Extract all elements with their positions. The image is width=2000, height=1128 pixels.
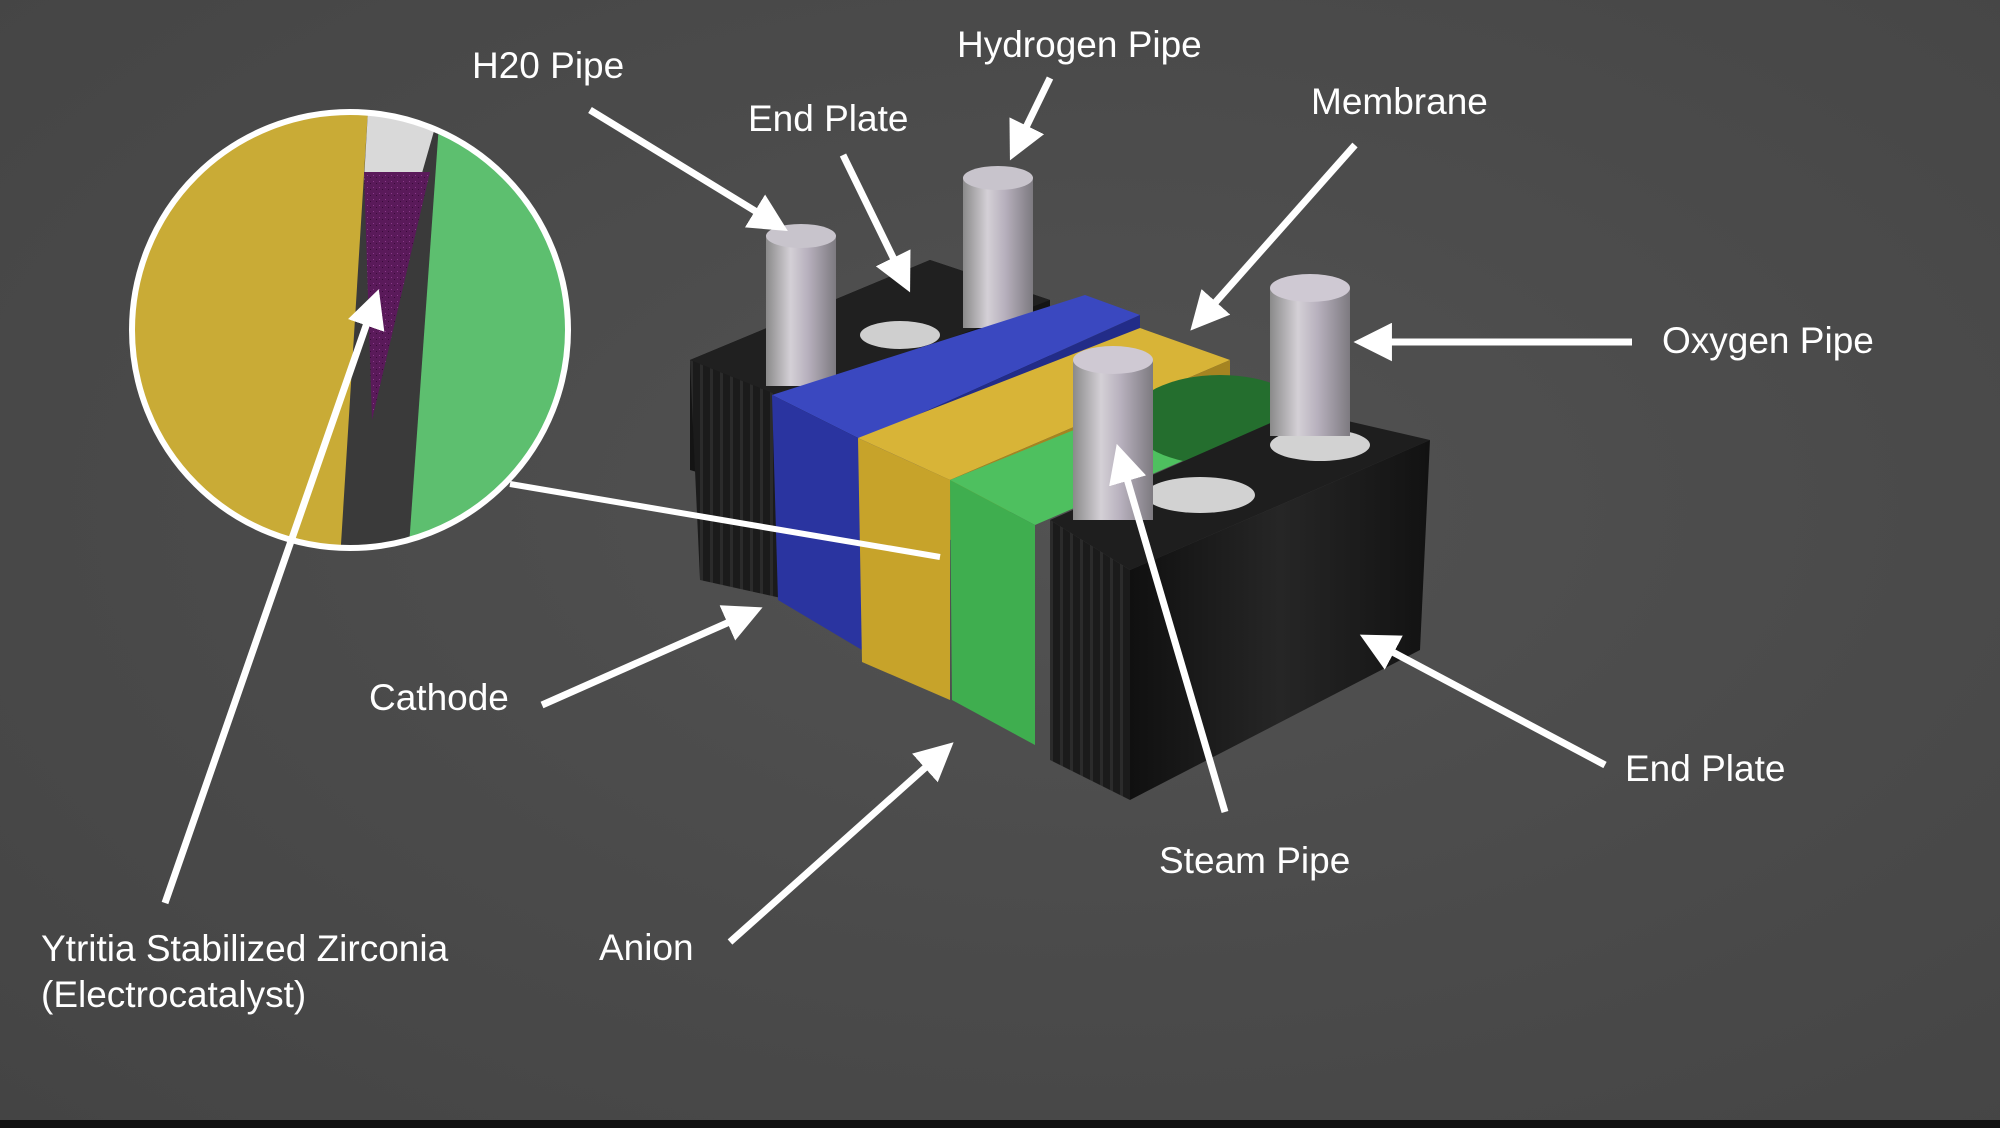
label-hydrogen-pipe: Hydrogen Pipe [957, 24, 1202, 65]
steam-pipe-arrow [1109, 443, 1229, 813]
steam-pipe-shape [1073, 346, 1153, 520]
label-end-plate-right: End Plate [1625, 748, 1786, 789]
pipe-hole [860, 321, 940, 349]
label-end-plate-top: End Plate [748, 98, 909, 139]
h2o-pipe-shape [766, 224, 836, 386]
hydrogen-pipe-shape [963, 166, 1033, 328]
oxygen-pipe-shape [1270, 274, 1350, 436]
label-steam-pipe: Steam Pipe [1159, 840, 1351, 881]
electrocatalyst-layer [364, 172, 430, 420]
magnified-inset [129, 109, 571, 551]
cathode-arrow [540, 605, 763, 709]
hydrogen-pipe-arrow [1009, 76, 1054, 161]
end-plate-right-arrow [1359, 634, 1607, 769]
inset-connector-line [509, 481, 941, 560]
membrane-arrow [1190, 142, 1358, 331]
h2o-pipe-arrow [588, 107, 788, 232]
label-anion: Anion [599, 927, 694, 968]
end-plate-top-arrow [839, 153, 911, 293]
label-ysz: Ytritia Stabilized Zirconia (Electrocata… [41, 926, 448, 1018]
anion-arrow [727, 742, 954, 945]
bottom-edge-bar [0, 1120, 2000, 1128]
label-ysz-line2: (Electrocatalyst) [41, 974, 307, 1015]
label-h2o-pipe: H20 Pipe [472, 45, 625, 86]
label-oxygen-pipe: Oxygen Pipe [1662, 320, 1874, 361]
label-membrane: Membrane [1311, 81, 1488, 122]
ysz-arrow [161, 289, 385, 905]
label-cathode: Cathode [369, 677, 509, 718]
label-ysz-line1: Ytritia Stabilized Zirconia [41, 928, 449, 969]
